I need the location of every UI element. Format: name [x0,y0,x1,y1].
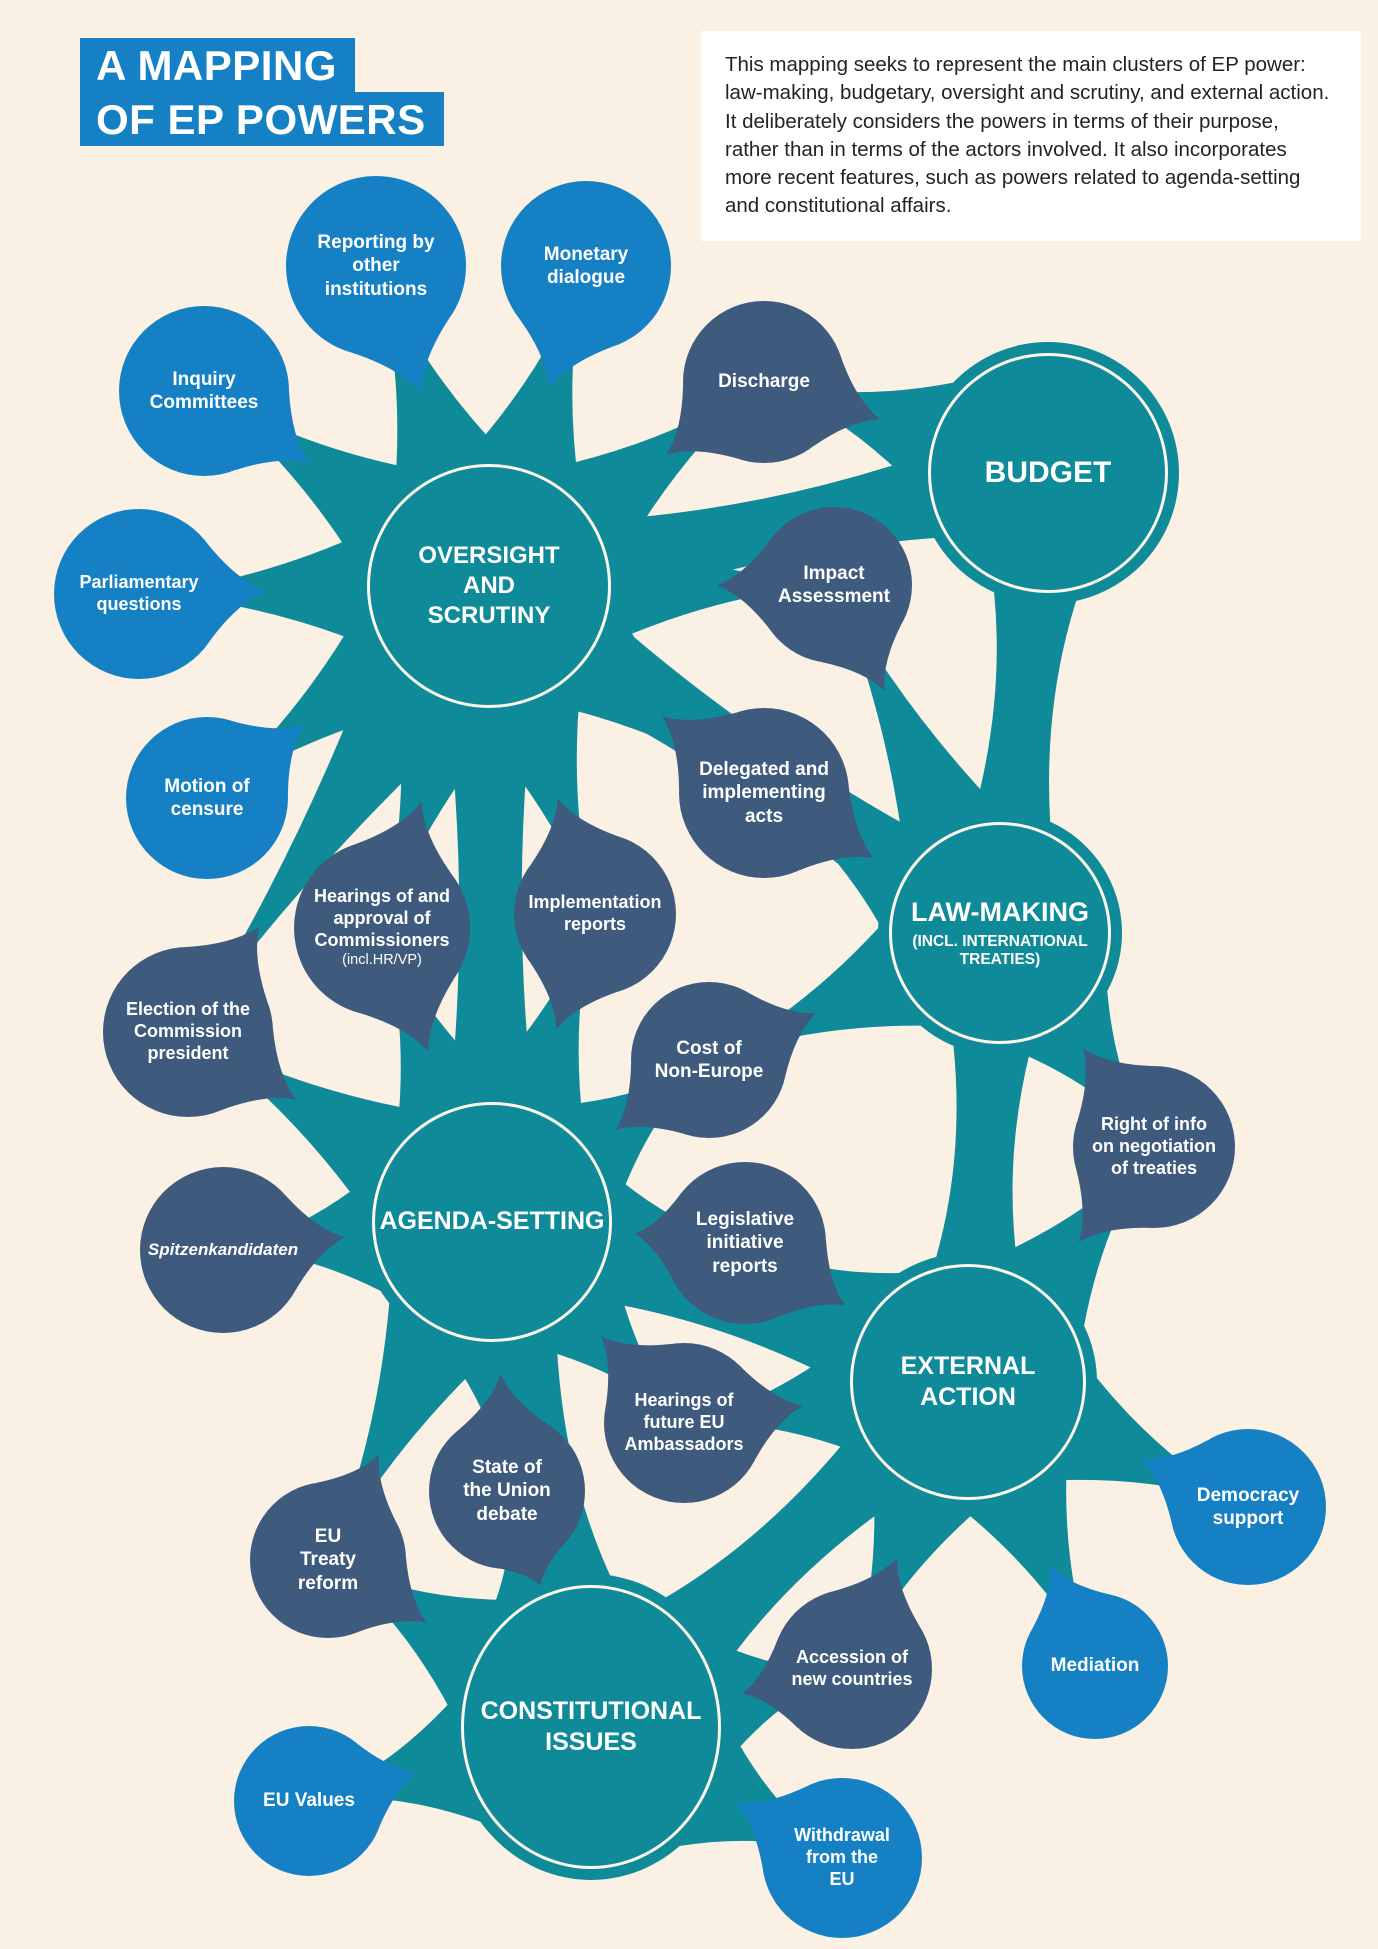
bubble-label: Democracy support [1196,1484,1300,1529]
bubble-label: Accession of new countries [791,1647,913,1689]
hub-constitutional-issues-label: CONSTITUTIONAL ISSUES [480,1696,702,1756]
bubble-mediation: Mediation [1022,1593,1168,1739]
bubble-election-commission-president: Election of the Commission president [103,947,273,1117]
bubble-label: Reporting by other institutions [317,232,435,300]
bubble-eu-values: EU Values [234,1726,384,1876]
bubble-label: Cost of Non-Europe [654,1037,764,1082]
bubble-state-of-the-union-debate: State of the Union debate [429,1413,585,1569]
bubble-hearings-approval-commissioners: Hearings of and approval of Commissioner… [294,840,470,1016]
hub-law-making: LAW-MAKING (INCL. INTERNATIONAL TREATIES… [889,822,1111,1044]
bubble-label: Hearings of future EU Ambassadors [624,1390,744,1454]
bubble-label: Inquiry Committees [149,368,259,413]
hub-budget-label: BUDGET [984,456,1112,490]
bubble-eu-treaty-reform: EU Treaty reform [250,1482,406,1638]
bubble-label: Delegated and implementing acts [699,759,829,827]
bubble-democracy-support: Democracy support [1170,1429,1326,1585]
hub-oversight-label: OVERSIGHT AND SCRUTINY [418,542,560,629]
bubble-label: EU Values [263,1790,355,1812]
bubble-label: Withdrawal from the EU [794,1825,890,1889]
bubble-label: EU Treaty reform [297,1526,359,1594]
bubble-label: Election of the Commission president [125,999,250,1063]
page-title: A MAPPING OF EP POWERS [80,38,444,146]
bubble-parliamentary-questions: Parliamentary questions [54,509,224,679]
bubble-delegated-implementing-acts: Delegated and implementing acts [679,708,849,878]
hub-law-making-label: LAW-MAKING [911,897,1089,928]
bubble-label: State of the Union debate [463,1457,551,1525]
bubble-implementation-reports: Implementation reports [514,833,676,995]
bubble-hearings-future-eu-ambassadors: Hearings of future EU Ambassadors [604,1343,764,1503]
bubble-label: Implementation reports [528,892,662,934]
bubble-cost-of-non-europe: Cost of Non-Europe [631,982,787,1138]
bubble-right-of-info-negotiation-treaties: Right of info on negotiation of treaties [1073,1066,1235,1228]
hub-agenda-setting: AGENDA-SETTING [372,1102,612,1342]
bubble-monetary-dialogue: Monetary dialogue [501,181,671,351]
bubble-label: Hearings of and approval of Commissioner… [313,886,451,951]
page-title-line2: OF EP POWERS [80,92,444,146]
hub-constitutional-issues: CONSTITUTIONAL ISSUES [461,1585,721,1869]
bubble-label: Parliamentary questions [79,572,199,614]
bubble-motion-of-censure: Motion of censure [126,717,288,879]
bubble-withdrawal-from-the-eu: Withdrawal from the EU [762,1778,922,1938]
bubble-label: Legislative initiative reports [695,1209,795,1277]
bubble-accession-of-new-countries: Accession of new countries [772,1589,932,1749]
bubble-label: Impact Assessment [778,562,890,607]
hub-law-making-sublabel: (INCL. INTERNATIONAL TREATIES) [912,932,1088,969]
hub-agenda-setting-label: AGENDA-SETTING [379,1207,605,1236]
hub-budget: BUDGET [928,353,1168,593]
hub-external-action: EXTERNAL ACTION [850,1264,1086,1500]
bubble-spitzenkandidaten: Spitzenkandidaten [140,1167,306,1333]
bubble-reporting-by-other-institutions: Reporting by other institutions [286,176,466,356]
bubble-discharge: Discharge [683,301,845,463]
bubble-label: Discharge [718,371,810,393]
intro-text: This mapping seeks to represent the main… [701,31,1361,241]
bubble-impact-assessment: Impact Assessment [756,507,912,663]
bubble-label: Spitzenkandidaten [147,1239,299,1259]
bubble-label: Monetary dialogue [543,243,629,288]
hub-external-action-label: EXTERNAL ACTION [900,1351,1036,1411]
bubble-inquiry-committees: Inquiry Committees [119,306,289,476]
hub-oversight-and-scrutiny: OVERSIGHT AND SCRUTINY [367,464,611,708]
bubble-label: Motion of censure [164,775,250,820]
bubble-legislative-initiative-reports: Legislative initiative reports [664,1162,826,1324]
bubble-label: Mediation [1050,1655,1140,1677]
bubble-sublabel: (incl.HR/VP) [342,952,422,969]
bubble-label: Right of info on negotiation of treaties [1092,1114,1216,1178]
page-title-line1: A MAPPING [80,38,355,92]
